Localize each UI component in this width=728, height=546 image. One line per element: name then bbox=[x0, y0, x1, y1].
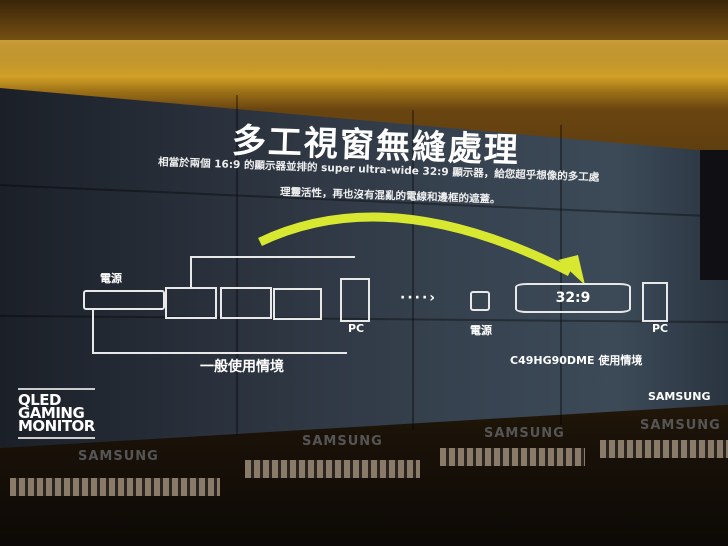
power-strip-icon bbox=[83, 290, 165, 310]
power-label: 電源 bbox=[100, 272, 122, 285]
bezel-brand: SAMSUNG bbox=[640, 418, 721, 433]
cable bbox=[92, 310, 94, 352]
cable bbox=[190, 256, 192, 288]
vent bbox=[245, 460, 420, 478]
ceiling-light bbox=[0, 40, 728, 90]
panel-seam bbox=[560, 125, 562, 425]
pc-tower-icon bbox=[340, 278, 370, 322]
ratio-label: 32:9 bbox=[555, 290, 591, 306]
bezel-brand: SAMSUNG bbox=[78, 449, 159, 464]
vent bbox=[600, 440, 728, 458]
panel-seam bbox=[412, 110, 414, 430]
bezel-brand: SAMSUNG bbox=[302, 434, 383, 449]
side-display bbox=[700, 150, 728, 280]
pc-label: PC bbox=[652, 322, 669, 335]
samsung-logo: SAMSUNG bbox=[648, 390, 711, 403]
monitor-icon bbox=[165, 287, 217, 319]
panel-seam bbox=[236, 95, 238, 435]
dotted-arrow-icon: ····› bbox=[400, 290, 438, 306]
power-outlet-icon bbox=[470, 291, 490, 311]
bezel-brand: SAMSUNG bbox=[484, 426, 565, 441]
video-wall bbox=[0, 88, 728, 448]
vent bbox=[440, 448, 585, 466]
power-label: 電源 bbox=[470, 324, 492, 337]
monitor-icon bbox=[273, 288, 322, 320]
pc-tower-icon bbox=[642, 282, 668, 322]
cable bbox=[92, 352, 347, 354]
left-caption: 一般使用情境 bbox=[200, 359, 284, 375]
vent bbox=[10, 478, 220, 496]
monitor-icon bbox=[220, 287, 272, 319]
ultrawide-monitor-icon: 32:9 bbox=[515, 283, 631, 313]
pc-label: PC bbox=[348, 322, 365, 335]
curved-arrow-icon bbox=[258, 212, 585, 285]
right-caption: C49HG90DME 使用情境 bbox=[510, 354, 643, 367]
cable bbox=[190, 256, 355, 258]
